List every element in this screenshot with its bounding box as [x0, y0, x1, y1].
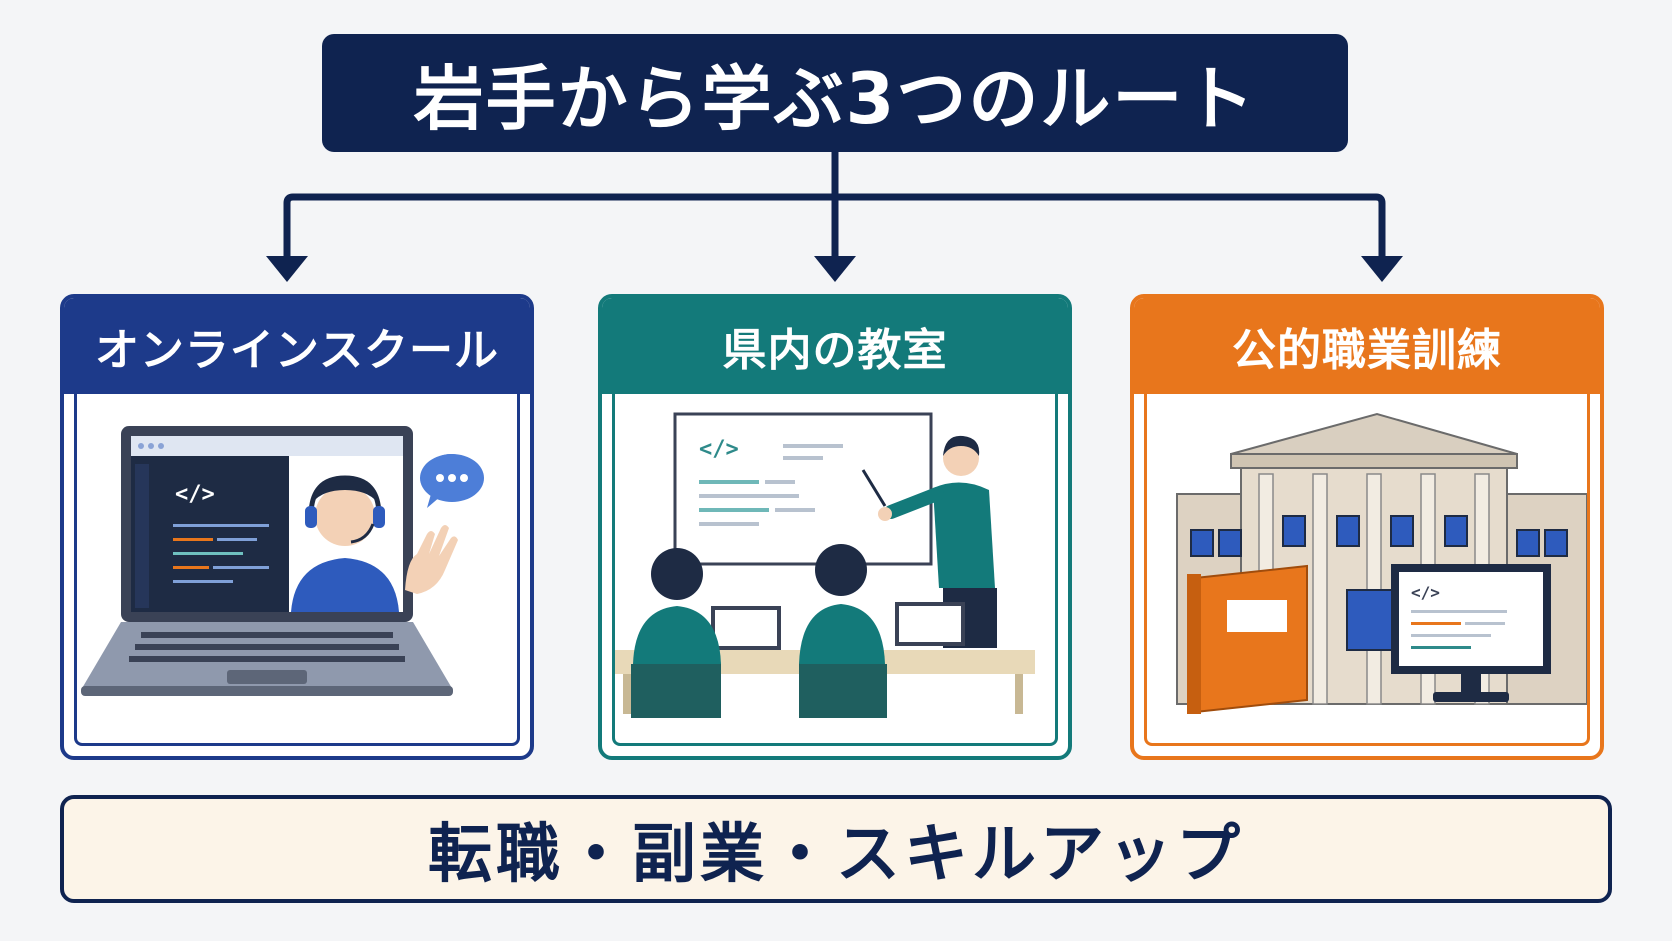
- code-glyph-2: </>: [699, 437, 739, 462]
- route-card-body: </>: [612, 394, 1058, 746]
- arrow-head-left: [266, 256, 308, 282]
- goal-banner: 転職・副業・スキルアップ: [60, 795, 1612, 903]
- arrow-head-right: [1361, 256, 1403, 282]
- route-card-online-school: オンラインスクール </>: [60, 294, 534, 760]
- diagram-title: 岩手から学ぶ3つのルート: [322, 34, 1348, 152]
- arrow-head-center: [814, 256, 856, 282]
- public-building-illustration: </>: [1176, 412, 1587, 714]
- route-label-online-school: オンラインスクール: [64, 298, 530, 394]
- online-lesson-illustration: </>: [81, 426, 484, 696]
- code-glyph-3: </>: [1411, 583, 1440, 602]
- code-glyph-1: </>: [175, 482, 215, 507]
- route-label-classroom: 県内の教室: [602, 298, 1068, 394]
- route-card-body: </>: [74, 394, 520, 746]
- route-card-public-training: 公的職業訓練: [1130, 294, 1604, 760]
- route-card-body: </>: [1144, 394, 1590, 746]
- route-label-public-training: 公的職業訓練: [1134, 298, 1600, 394]
- route-card-classroom: 県内の教室 </>: [598, 294, 1072, 760]
- classroom-illustration: </>: [615, 412, 1035, 718]
